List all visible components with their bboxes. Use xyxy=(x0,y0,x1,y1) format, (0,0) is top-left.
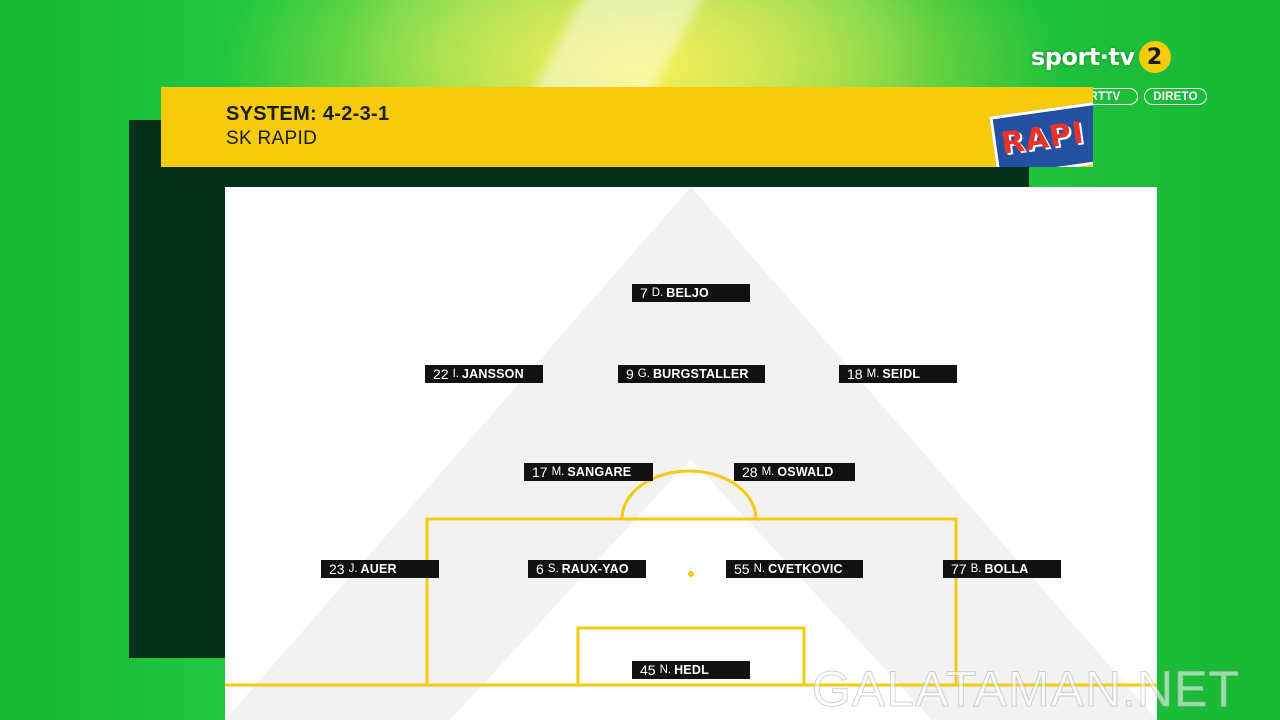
pitch-lines xyxy=(225,187,1157,720)
player-label: 7 D. BELJO xyxy=(632,284,750,302)
broadcaster-logo: sport·tv 2 xyxy=(1031,40,1171,74)
player-label: 6 S. RAUX-YAO xyxy=(528,560,646,578)
formation-title: SYSTEM: 4-2-3-1 xyxy=(226,103,390,125)
player-surname: BELJO xyxy=(666,286,709,300)
lineup-header: SYSTEM: 4-2-3-1 SK RAPID RAPI xyxy=(161,87,1093,167)
player-surname: HEDL xyxy=(674,663,709,677)
player-label: 77 B. BOLLA xyxy=(943,560,1061,578)
player-number: 28 xyxy=(742,464,758,480)
player-surname: RAUX-YAO xyxy=(561,562,629,576)
player-label: 18 M. SEIDL xyxy=(839,365,957,383)
player-number: 45 xyxy=(640,662,656,678)
watermark-text: GALATAMAN.NET xyxy=(812,661,1240,718)
player-number: 18 xyxy=(847,366,863,382)
player-number: 9 xyxy=(626,366,634,382)
logo-channel-number: 2 xyxy=(1138,41,1171,73)
player-surname: OSWALD xyxy=(777,465,834,479)
player-surname: AUER xyxy=(360,562,397,576)
player-surname: CVETKOVIC xyxy=(768,562,843,576)
player-label: 9 G. BURGSTALLER xyxy=(618,365,765,383)
player-surname: BOLLA xyxy=(984,562,1029,576)
player-number: 6 xyxy=(536,561,544,577)
player-initial: D. xyxy=(651,287,664,299)
player-initial: M. xyxy=(761,466,775,478)
player-initial: N. xyxy=(659,664,672,676)
player-label: 17 M. SANGARE xyxy=(524,463,653,481)
player-label: 55 N. CVETKOVIC xyxy=(726,560,863,578)
player-number: 77 xyxy=(951,561,967,577)
player-initial: S. xyxy=(547,563,559,575)
player-label: 45 N. HEDL xyxy=(632,661,750,679)
player-surname: SEIDL xyxy=(882,367,921,381)
player-initial: N. xyxy=(753,563,766,575)
player-number: 55 xyxy=(734,561,750,577)
player-surname: SANGARE xyxy=(567,465,632,479)
player-label: 23 J. AUER xyxy=(321,560,439,578)
player-initial: G. xyxy=(637,368,650,380)
player-label: 22 I. JANSSON xyxy=(425,365,543,383)
pitch-diagram xyxy=(225,187,1157,720)
player-number: 23 xyxy=(329,561,345,577)
player-label: 28 M. OSWALD xyxy=(734,463,855,481)
player-surname: BURGSTALLER xyxy=(652,367,749,381)
player-initial: I. xyxy=(452,368,459,380)
player-initial: J. xyxy=(348,563,358,575)
club-crest-icon: RAPI xyxy=(983,95,1093,167)
team-name: SK RAPID xyxy=(226,128,318,149)
player-number: 17 xyxy=(532,464,548,480)
player-number: 22 xyxy=(433,366,449,382)
player-surname: JANSSON xyxy=(461,367,524,381)
player-number: 7 xyxy=(640,285,648,301)
player-initial: B. xyxy=(970,563,982,575)
player-initial: M. xyxy=(551,466,565,478)
logo-text: sport·tv xyxy=(1031,43,1135,71)
player-initial: M. xyxy=(866,368,880,380)
live-badge: DIRETO xyxy=(1144,88,1207,105)
